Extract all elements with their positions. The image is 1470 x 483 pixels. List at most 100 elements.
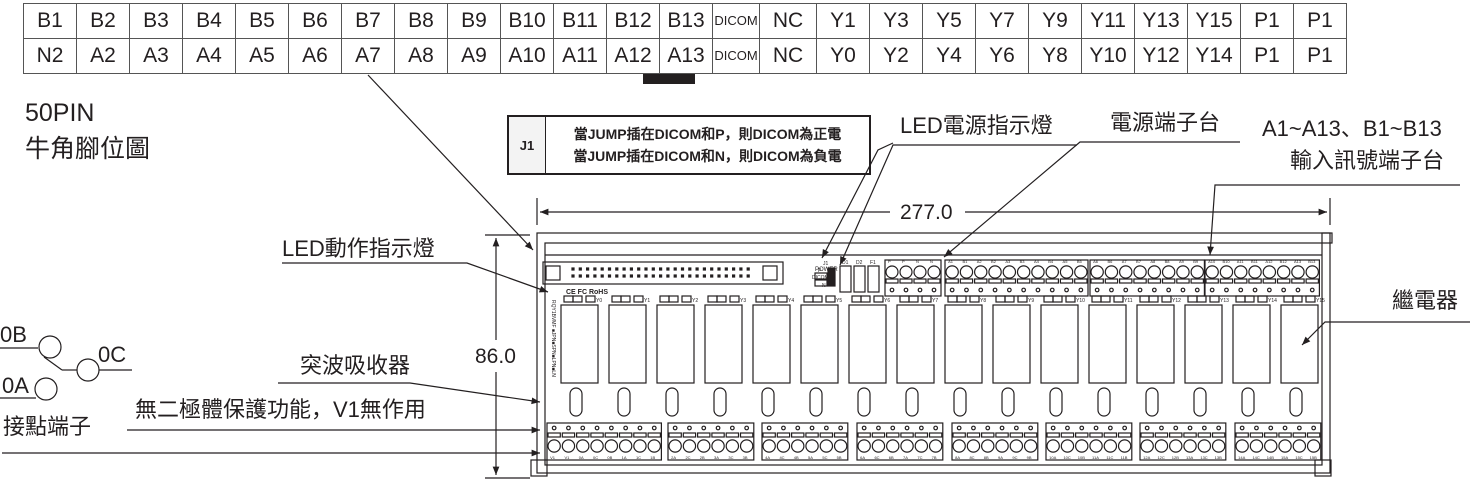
pin-cell: A5 bbox=[235, 38, 289, 74]
terminal-label: B10 bbox=[1222, 259, 1230, 264]
header-connector bbox=[542, 261, 784, 285]
pin-cell: Y2 bbox=[869, 38, 923, 74]
terminal-clamp bbox=[790, 432, 805, 438]
relay bbox=[848, 304, 887, 384]
terminal-hole bbox=[1224, 287, 1229, 293]
led-indicator bbox=[899, 295, 910, 303]
terminal-clamp bbox=[1211, 432, 1226, 438]
terminal-hole bbox=[918, 425, 924, 431]
pin-dot bbox=[585, 274, 590, 278]
surge-absorber bbox=[857, 387, 871, 417]
pin-dot bbox=[724, 267, 728, 271]
label-led-power: LED電源指示燈 bbox=[900, 113, 1053, 138]
output-terminal-block bbox=[1045, 422, 1133, 461]
led-indicator bbox=[1052, 295, 1063, 303]
terminal-label: A12 bbox=[1265, 259, 1273, 264]
terminal-clamp bbox=[1002, 278, 1017, 284]
terminal-hole bbox=[1144, 425, 1150, 431]
leader-led-power bbox=[839, 144, 1077, 266]
pin-dot bbox=[731, 267, 736, 271]
pin-dot bbox=[673, 274, 677, 278]
pin-dot bbox=[710, 274, 714, 278]
terminal-clamp bbox=[1103, 432, 1118, 438]
pin-dot bbox=[695, 267, 699, 271]
surge-absorber bbox=[1193, 387, 1207, 417]
terminal-clamp bbox=[857, 432, 871, 438]
terminal-screw bbox=[966, 439, 981, 453]
leader-pinout bbox=[367, 74, 534, 251]
terminal-clamp bbox=[1059, 278, 1074, 284]
relay bbox=[800, 304, 839, 384]
terminal-clamp bbox=[1276, 278, 1291, 284]
terminal-label: 9A bbox=[998, 455, 1003, 460]
pin-dot bbox=[724, 274, 728, 278]
terminal-hole bbox=[985, 425, 991, 431]
input-terminal-block bbox=[1204, 259, 1321, 297]
terminal-clamp bbox=[668, 432, 682, 438]
terminal-label: A8 bbox=[1150, 259, 1156, 264]
terminal-label: 1B bbox=[650, 455, 655, 460]
pin-dot bbox=[658, 267, 663, 271]
pin-cell: Y6 bbox=[975, 38, 1029, 74]
terminal-label: 9C bbox=[1012, 455, 1017, 460]
led-indicator bbox=[851, 295, 862, 303]
pin-cell: Y3 bbox=[869, 3, 923, 39]
terminal-hole bbox=[580, 425, 586, 431]
pin-cell: A9 bbox=[447, 38, 501, 74]
pin-cell: A13 bbox=[659, 38, 713, 74]
terminal-label: 7C bbox=[917, 455, 922, 460]
terminal-clamp bbox=[885, 278, 899, 284]
led-indicator bbox=[1091, 295, 1102, 303]
terminal-screw bbox=[1248, 265, 1262, 279]
terminal-screw bbox=[1074, 439, 1089, 453]
led-label: Y8 bbox=[980, 298, 986, 304]
contact-0B bbox=[38, 335, 62, 359]
surge-absorber bbox=[1241, 387, 1255, 417]
pin-cell: NC bbox=[759, 3, 817, 39]
terminal-screw bbox=[590, 439, 604, 453]
terminal-label: 3C bbox=[728, 455, 733, 460]
pin-dot bbox=[680, 274, 685, 278]
terminal-label: 5B bbox=[837, 455, 842, 460]
terminal-screw bbox=[973, 265, 988, 279]
terminal-clamp bbox=[1074, 432, 1089, 438]
terminal-screw bbox=[1117, 439, 1132, 453]
terminal-hole bbox=[1309, 287, 1315, 293]
relay bbox=[704, 304, 743, 384]
pin-dot bbox=[593, 274, 597, 278]
terminal-clamp bbox=[739, 432, 754, 438]
terminal-hole bbox=[1107, 425, 1113, 431]
terminal-label: 12B bbox=[1172, 455, 1179, 460]
terminal-label: A4 bbox=[1034, 259, 1040, 264]
output-terminal-block bbox=[1139, 422, 1227, 461]
terminal-screw bbox=[575, 439, 590, 453]
terminal-hole bbox=[1137, 287, 1143, 293]
terminal-hole bbox=[1266, 287, 1272, 293]
relay bbox=[1136, 304, 1175, 384]
leader-led-action bbox=[282, 262, 549, 293]
led-indicator bbox=[969, 295, 980, 303]
led-indicator bbox=[668, 295, 679, 303]
terminal-clamp bbox=[776, 432, 791, 438]
terminal-screw bbox=[1183, 439, 1197, 453]
terminal-clamp bbox=[1306, 432, 1321, 438]
terminal-hole bbox=[917, 287, 923, 293]
terminal-hole bbox=[1006, 287, 1012, 293]
terminal-label: N bbox=[916, 259, 919, 264]
terminal-hole bbox=[608, 425, 614, 431]
pin-cell: B12 bbox=[606, 3, 660, 39]
jumper-note-line1: 當JUMP插在DICOM和P，則DICOM為正電 bbox=[573, 126, 842, 142]
terminal-label: 9B bbox=[1027, 455, 1032, 460]
terminal-screw bbox=[1161, 265, 1176, 279]
led-indicator bbox=[681, 295, 692, 303]
contact-arm bbox=[43, 356, 63, 371]
terminal-label: 2C bbox=[685, 455, 690, 460]
terminal-screw bbox=[871, 439, 886, 453]
terminal-screw bbox=[1154, 439, 1169, 453]
led-label: Y7 bbox=[932, 298, 938, 304]
pin-dot bbox=[651, 267, 655, 271]
relay bbox=[1232, 304, 1271, 384]
terminal-clamp bbox=[1176, 278, 1190, 284]
